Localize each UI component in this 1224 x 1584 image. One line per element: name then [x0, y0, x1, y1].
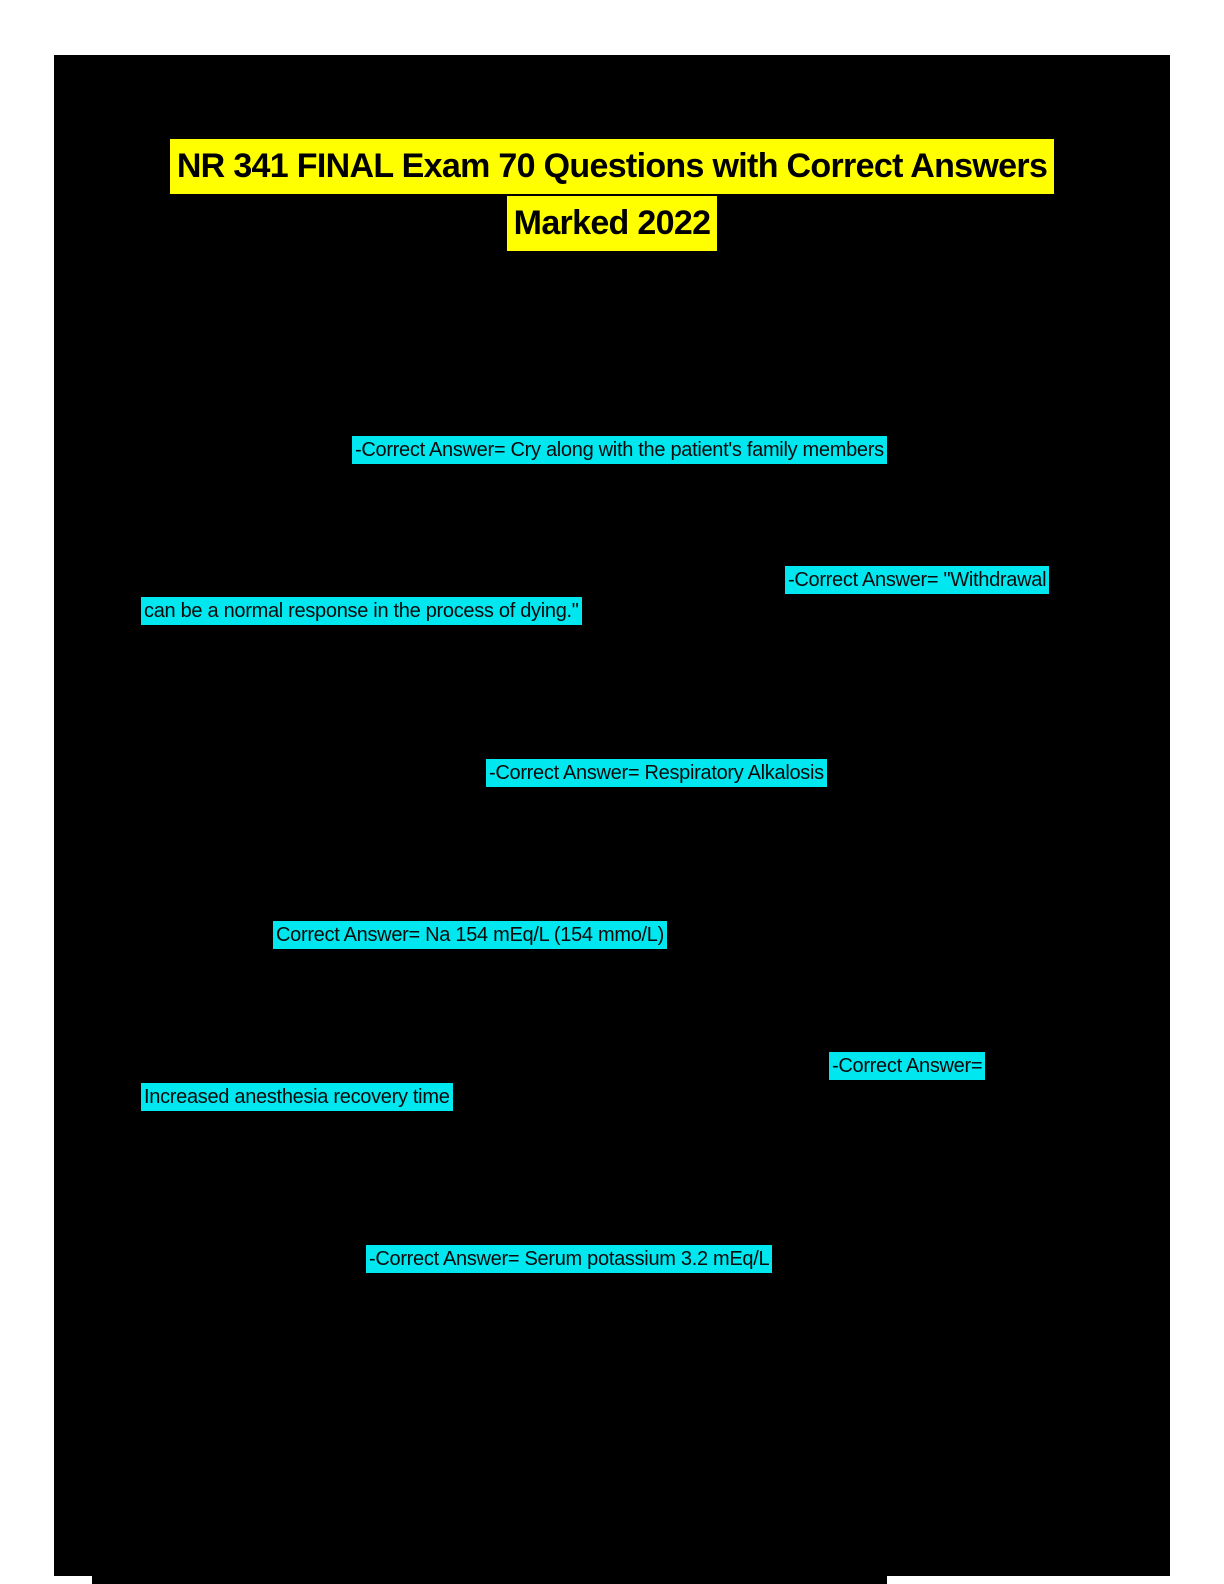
title-row-1: NR 341 FINAL Exam 70 Questions with Corr…: [54, 139, 1170, 196]
document-title: NR 341 FINAL Exam 70 Questions with Corr…: [54, 139, 1170, 253]
next-page-edge: [92, 1570, 887, 1584]
answer-highlight-1: -Correct Answer= Cry along with the pati…: [352, 436, 887, 464]
answer-highlight-4: Correct Answer= Na 154 mEq/L (154 mmo/L): [273, 921, 667, 949]
answer-highlight-5-line-1: -Correct Answer=: [829, 1052, 986, 1080]
document-page: NR 341 FINAL Exam 70 Questions with Corr…: [54, 55, 1170, 1576]
title-line-1: NR 341 FINAL Exam 70 Questions with Corr…: [169, 139, 1055, 194]
answer-highlight-3: -Correct Answer= Respiratory Alkalosis: [486, 759, 827, 787]
answer-highlight-2-line-2: can be a normal response in the process …: [141, 597, 582, 625]
answer-highlight-5-line-2: Increased anesthesia recovery time: [141, 1083, 453, 1111]
answer-highlight-2-line-1: -Correct Answer= "Withdrawal: [785, 566, 1050, 594]
answer-highlight-6: -Correct Answer= Serum potassium 3.2 mEq…: [366, 1245, 773, 1273]
title-row-2: Marked 2022: [54, 196, 1170, 253]
title-line-2: Marked 2022: [506, 196, 718, 251]
